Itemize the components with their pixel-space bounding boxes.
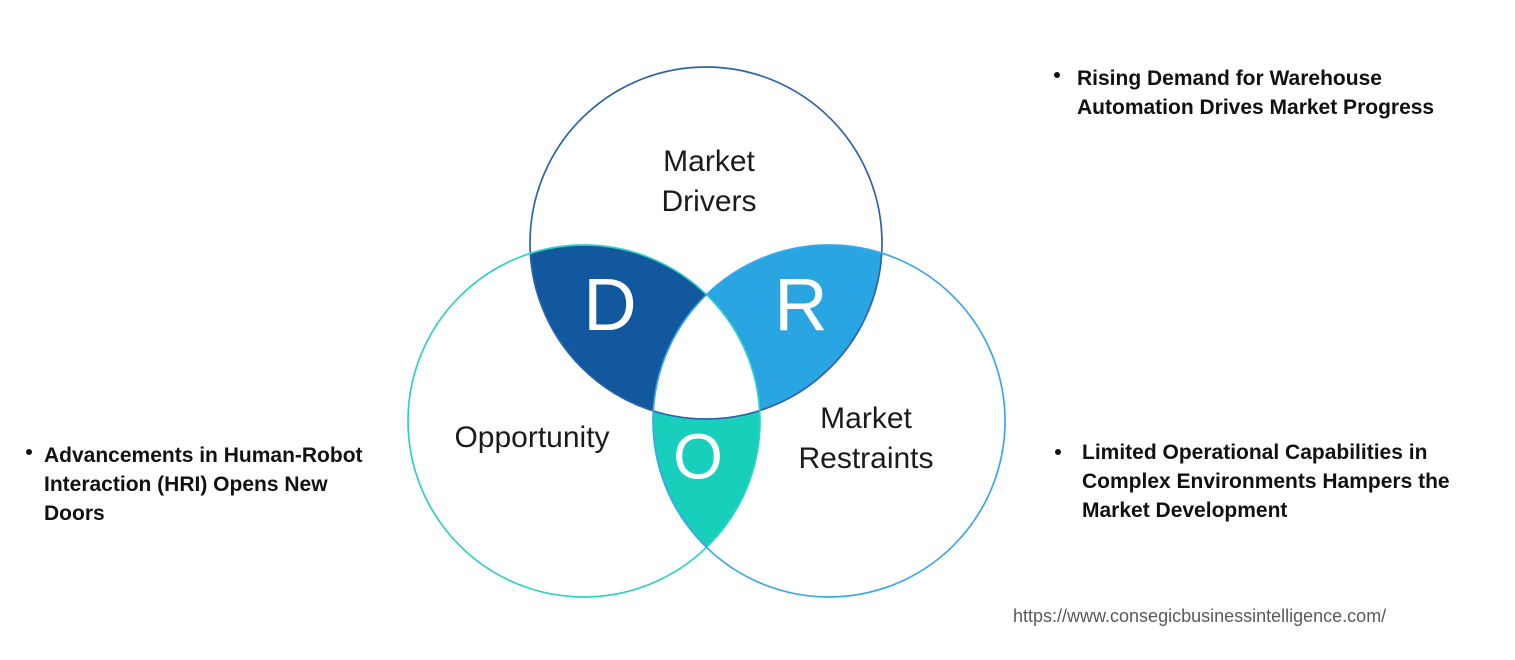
source-url: https://www.consegicbusinessintelligence… (1013, 606, 1387, 626)
bullet-line: Automation Drives Market Progress (1077, 96, 1435, 119)
bullet-rising-demand: Rising Demand for Warehouse Automation D… (1077, 64, 1434, 122)
intersection-letter-o: O (673, 420, 723, 493)
bullet-icon (1054, 72, 1060, 78)
bullet-line: Advancements in Human-Robot (44, 444, 363, 467)
bullet-line: Complex Environments Hampers the (1082, 470, 1450, 493)
drivers-circle-outline (529, 66, 883, 420)
label-market-restraints: Market Restraints (798, 399, 933, 479)
bullet-line: Doors (44, 502, 105, 525)
restraints-circle-outline (652, 244, 1006, 598)
label-market-drivers-line1: Market (663, 145, 755, 178)
bullet-icon (1055, 449, 1061, 455)
bullet-line: Interaction (HRI) Opens New (44, 473, 328, 496)
intersection-r-region (653, 245, 882, 419)
bullet-icon (26, 449, 32, 455)
intersection-letter-d: D (583, 263, 637, 347)
bullet-limited-capabilities: Limited Operational Capabilities in Comp… (1082, 438, 1450, 525)
intersection-d-region (530, 245, 760, 419)
opportunity-circle-outline (407, 244, 761, 598)
label-market-drivers: Market Drivers (662, 142, 757, 222)
bullet-line: Rising Demand for Warehouse (1077, 67, 1382, 90)
label-market-restraints-line1: Market (820, 402, 912, 435)
bullet-line: Limited Operational Capabilities in (1082, 441, 1428, 464)
bullet-line: Market Development (1082, 499, 1288, 522)
label-opportunity: Opportunity (454, 421, 610, 454)
bullet-advancements-hri: Advancements in Human-Robot Interaction … (44, 441, 363, 528)
intersection-letter-r: R (774, 263, 828, 347)
label-market-restraints-line2: Restraints (798, 442, 934, 475)
label-market-drivers-line2: Drivers (661, 185, 757, 218)
